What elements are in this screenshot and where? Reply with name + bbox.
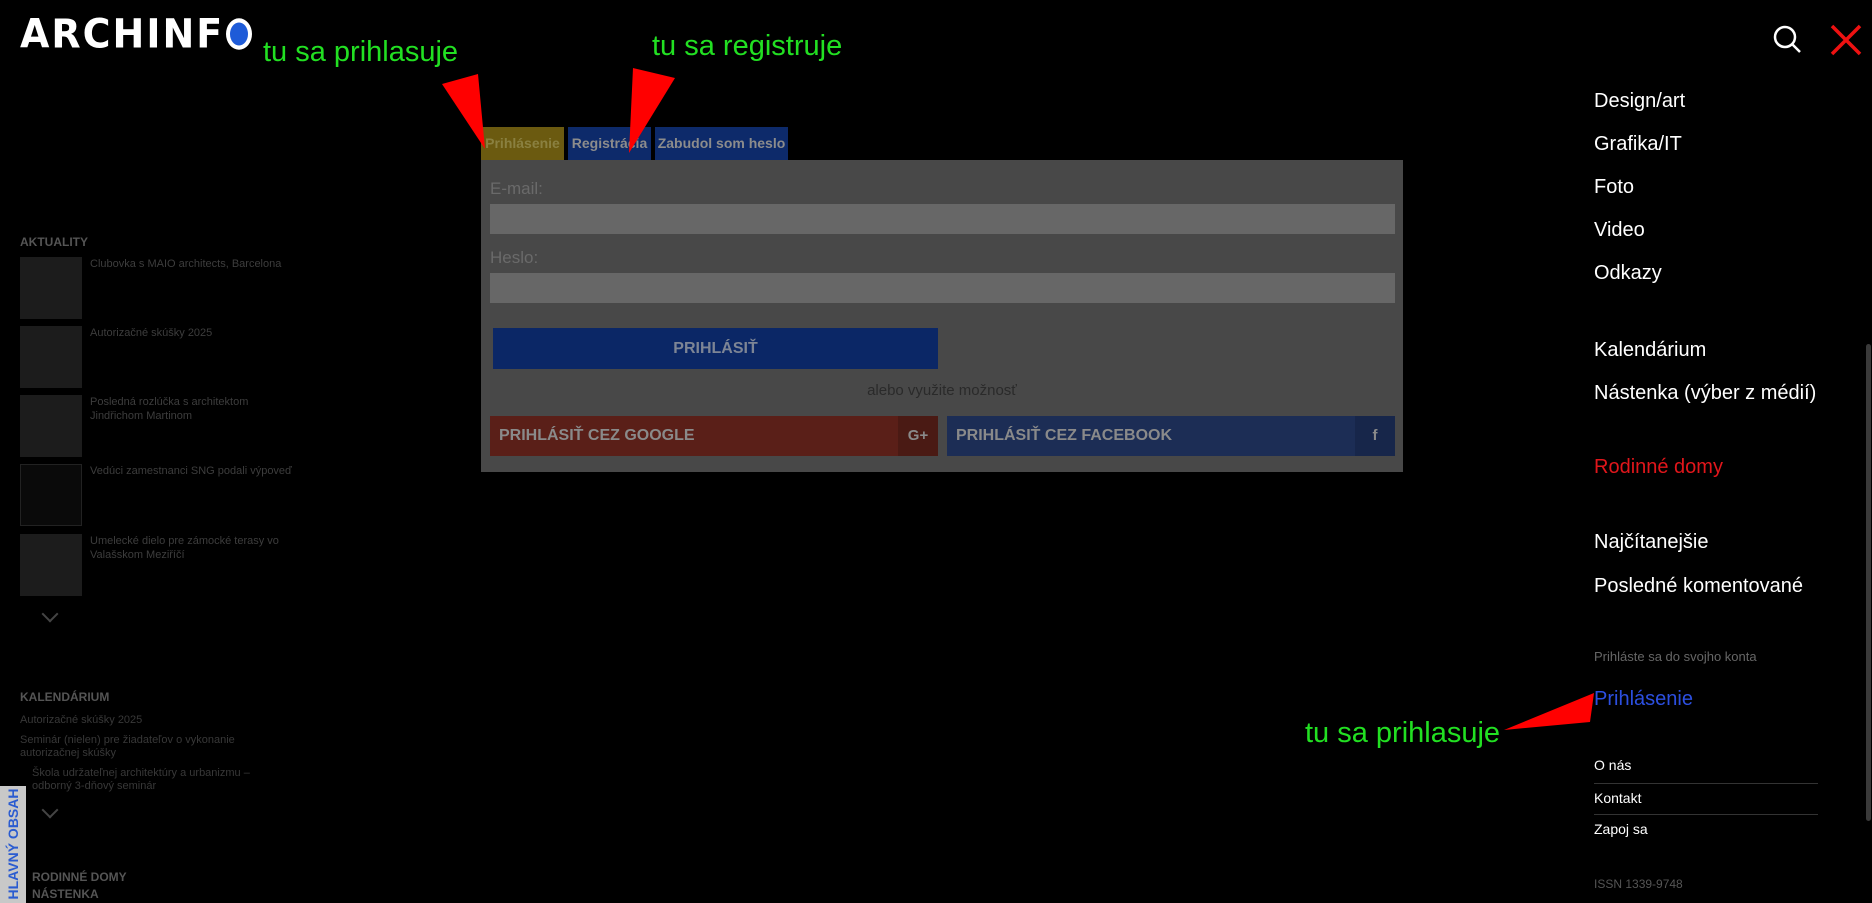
calendar-heading: KALENDÁRIUM <box>20 690 110 704</box>
annotation-register: tu sa registruje <box>652 30 843 62</box>
menu-login-link[interactable]: Prihlásenie <box>1594 688 1693 710</box>
menu-item-kalendarium[interactable]: Kalendárium <box>1594 339 1707 361</box>
menu-item-odkazy[interactable]: Odkazy <box>1594 262 1662 284</box>
menu-item-rodinne-domy[interactable]: Rodinné domy <box>1594 456 1723 478</box>
news-thumbnail <box>20 534 82 596</box>
tab-forgot-password[interactable]: Zabudol som heslo <box>655 127 788 160</box>
tab-prihlasenie[interactable]: Prihlásenie <box>481 127 564 160</box>
news-thumbnail <box>20 464 82 526</box>
facebook-icon: f <box>1355 416 1395 456</box>
google-plus-icon: G+ <box>898 416 938 456</box>
google-login-label: PRIHLÁSIŤ CEZ GOOGLE <box>499 427 695 444</box>
main-content-tab-label: HLAVNÝ OBSAH <box>5 788 21 900</box>
password-input[interactable] <box>490 273 1395 303</box>
news-title: Vedúci zamestnanci SNG podali výpoveď <box>90 465 292 477</box>
alternative-text: alebo využite možnosť <box>867 382 1017 399</box>
news-thumbnail <box>20 395 82 457</box>
menu-item-posledne-komentovane[interactable]: Posledné komentované <box>1594 575 1804 597</box>
logo-eye-icon <box>226 18 253 50</box>
scrollbar[interactable] <box>1866 344 1871 821</box>
nastenka-heading: NÁSTENKA <box>32 887 99 901</box>
issn: ISSN 1339-9748 <box>1594 877 1683 891</box>
login-form: E-mail: Heslo: PRIHLÁSIŤ alebo využite m… <box>481 160 1403 472</box>
login-button[interactable]: PRIHLÁSIŤ <box>493 328 938 369</box>
menu-item-nastenka[interactable]: Nástenka (výber z médií) <box>1594 382 1817 404</box>
close-icon[interactable] <box>1830 24 1862 56</box>
arrow-icon <box>1504 693 1594 730</box>
calendar-item[interactable]: Autorizačné skúšky 2025 <box>20 714 143 726</box>
login-prompt: Prihláste sa do svojho konta <box>1594 649 1757 664</box>
calendar-item[interactable]: Seminár (nielen) pre žiadateľov o vykona… <box>20 734 235 759</box>
google-login-button[interactable]: PRIHLÁSIŤ CEZ GOOGLE G+ <box>490 416 938 456</box>
menu-item-najcitanejsie[interactable]: Najčítanejšie <box>1594 531 1709 553</box>
news-heading: AKTUALITY <box>20 235 88 249</box>
email-input[interactable] <box>490 204 1395 234</box>
main-content-tab[interactable]: HLAVNÝ OBSAH <box>0 786 26 903</box>
annotation-login: tu sa prihlasuje <box>263 36 459 68</box>
footer-link-o-nas[interactable]: O nás <box>1594 757 1632 773</box>
arrow-icon <box>442 74 485 149</box>
calendar-item[interactable]: Škola udržateľnej architektúry a urbaniz… <box>32 767 250 792</box>
menu-item-design[interactable]: Design/art <box>1594 90 1686 112</box>
footer-link-kontakt[interactable]: Kontakt <box>1594 790 1642 806</box>
chevron-down-icon[interactable] <box>41 801 59 819</box>
news-title: Autorizačné skúšky 2025 <box>90 327 213 339</box>
news-thumbnail <box>20 257 82 319</box>
divider <box>1594 783 1818 784</box>
rodinne-domy-heading: RODINNÉ DOMY <box>32 870 127 884</box>
divider <box>1594 814 1818 815</box>
search-icon[interactable] <box>1772 24 1802 54</box>
facebook-login-label: PRIHLÁSIŤ CEZ FACEBOOK <box>956 427 1173 444</box>
news-title: Posledná rozlúčka s architektom Jindřich… <box>90 396 249 422</box>
news-title: Clubovka s MAIO architects, Barcelona <box>90 258 282 270</box>
facebook-login-button[interactable]: PRIHLÁSIŤ CEZ FACEBOOK f <box>947 416 1395 456</box>
news-thumbnail <box>20 326 82 388</box>
annotation-login-right: tu sa prihlasuje <box>1305 717 1501 749</box>
footer-link-zapoj-sa[interactable]: Zapoj sa <box>1594 821 1648 837</box>
logo-text: ARCHINF <box>20 10 225 58</box>
chevron-down-icon[interactable] <box>41 605 59 623</box>
email-label: E-mail: <box>490 179 543 198</box>
menu-item-grafika[interactable]: Grafika/IT <box>1594 133 1682 155</box>
tab-registracia[interactable]: Registrácia <box>568 127 651 160</box>
password-label: Heslo: <box>490 248 539 267</box>
archinfo-logo[interactable]: ARCHINF <box>20 10 253 58</box>
menu-item-video[interactable]: Video <box>1594 219 1645 241</box>
menu-item-foto[interactable]: Foto <box>1594 176 1635 198</box>
news-title: Umelecké dielo pre zámocké terasy vo Val… <box>90 535 279 561</box>
